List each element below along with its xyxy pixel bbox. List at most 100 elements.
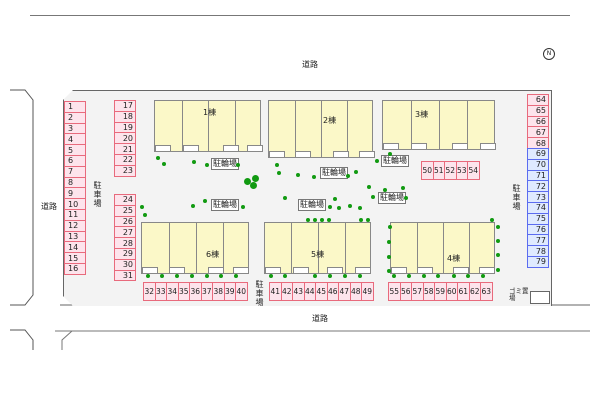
- tree-icon: [252, 175, 259, 182]
- tree-icon: [328, 205, 332, 209]
- garbage-area-label: ゴミ置場: [509, 287, 529, 302]
- tree-icon: [452, 274, 456, 278]
- parking-space-blue: 79: [527, 255, 549, 268]
- road-label-bottom: 道路: [312, 314, 328, 323]
- tree-icon: [333, 197, 337, 201]
- tree-icon: [401, 186, 405, 190]
- bike-parking: 駐輪場: [211, 199, 239, 211]
- tree-icon: [143, 213, 147, 217]
- road-label-top: 道路: [302, 60, 318, 69]
- tree-icon: [306, 218, 310, 222]
- tree-icon: [367, 185, 371, 189]
- tree-icon: [236, 163, 240, 167]
- tree-icon: [140, 205, 144, 209]
- parking-space: 63: [480, 282, 493, 301]
- tree-icon: [191, 204, 195, 208]
- tree-icon: [496, 253, 500, 257]
- parking-space: 60: [445, 282, 458, 301]
- tree-icon: [203, 199, 207, 203]
- tree-icon: [348, 204, 352, 208]
- tree-icon: [312, 175, 316, 179]
- tree-icon: [359, 218, 363, 222]
- building-label: 4棟: [447, 254, 461, 263]
- parking-space: 46: [326, 282, 339, 301]
- tree-icon: [328, 274, 332, 278]
- tree-icon: [337, 206, 341, 210]
- parking-space: 54: [467, 161, 480, 180]
- north-compass-icon: N: [543, 48, 555, 60]
- building-6: 6棟: [141, 222, 249, 274]
- tree-icon: [205, 163, 209, 167]
- tree-icon: [296, 173, 300, 177]
- tree-icon: [190, 274, 194, 278]
- tree-icon: [375, 159, 379, 163]
- tree-icon: [234, 274, 238, 278]
- tree-icon: [346, 174, 350, 178]
- tree-icon: [436, 274, 440, 278]
- parking-space: 23: [114, 164, 136, 177]
- tree-icon: [422, 274, 426, 278]
- tree-icon: [366, 218, 370, 222]
- tree-icon: [146, 274, 150, 278]
- bike-parking: 駐輪場: [211, 158, 239, 170]
- tree-icon: [244, 178, 251, 185]
- tree-icon: [392, 274, 396, 278]
- parking-space: 41: [269, 282, 282, 301]
- parking-label: 駐車場: [93, 181, 102, 208]
- tree-icon: [160, 274, 164, 278]
- building-label: 3棟: [415, 110, 429, 119]
- building-label: 2棟: [323, 116, 337, 125]
- building-label: 6棟: [206, 250, 220, 259]
- road-label-left: 道路: [41, 202, 57, 211]
- parking-space: 40: [235, 282, 248, 301]
- tree-icon: [387, 240, 391, 244]
- bike-parking: 駐輪場: [298, 199, 326, 211]
- building-label: 1棟: [203, 108, 217, 117]
- tree-icon: [387, 269, 391, 273]
- building-2: 2棟: [268, 100, 375, 158]
- tree-icon: [466, 274, 470, 278]
- tree-icon: [283, 196, 287, 200]
- parking-label: 駐車場: [512, 184, 521, 211]
- building-4: 4棟: [390, 222, 495, 274]
- tree-icon: [388, 225, 392, 229]
- parking-space: 31: [114, 269, 136, 282]
- bike-parking: 駐輪場: [378, 192, 406, 204]
- tree-icon: [277, 171, 281, 175]
- building-3: 3棟: [382, 100, 496, 150]
- tree-icon: [327, 218, 331, 222]
- tree-icon: [269, 274, 273, 278]
- tree-icon: [354, 170, 358, 174]
- tree-icon: [241, 205, 245, 209]
- tree-icon: [283, 274, 287, 278]
- tree-icon: [387, 255, 391, 259]
- tree-icon: [205, 274, 209, 278]
- tree-icon: [175, 274, 179, 278]
- tree-icon: [358, 206, 362, 210]
- tree-icon: [192, 160, 196, 164]
- garbage-area: [530, 291, 550, 304]
- tree-icon: [383, 188, 387, 192]
- tree-icon: [250, 182, 257, 189]
- building-label: 5棟: [311, 250, 325, 259]
- tree-icon: [407, 274, 411, 278]
- tree-icon: [162, 162, 166, 166]
- building-1: 1棟: [154, 100, 263, 152]
- tree-icon: [388, 152, 392, 156]
- tree-icon: [313, 218, 317, 222]
- tree-icon: [496, 225, 500, 229]
- tree-icon: [156, 156, 160, 160]
- parking-space: 55: [388, 282, 401, 301]
- tree-icon: [320, 218, 324, 222]
- tree-icon: [219, 274, 223, 278]
- tree-icon: [490, 218, 494, 222]
- tree-icon: [275, 163, 279, 167]
- parking-space: 49: [361, 282, 374, 301]
- tree-icon: [496, 239, 500, 243]
